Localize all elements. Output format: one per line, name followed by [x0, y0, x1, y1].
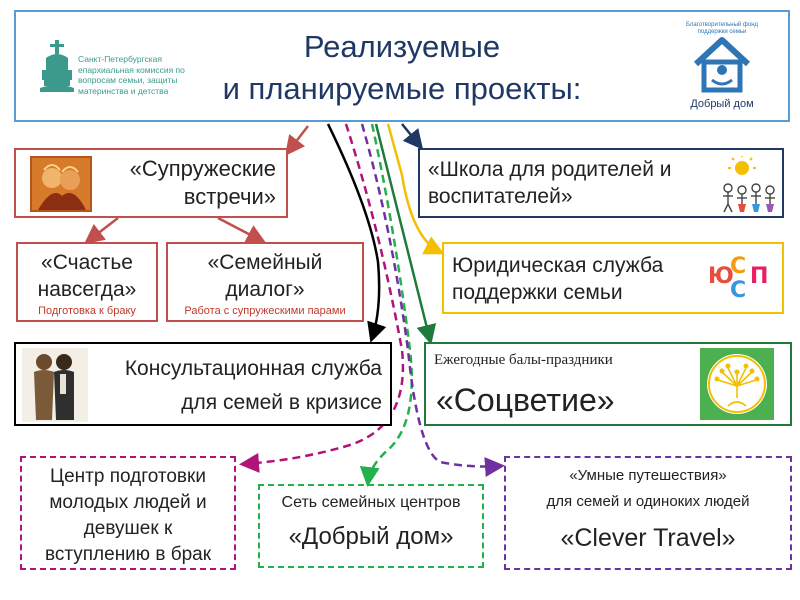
title-line-1: Реализуемые	[303, 29, 501, 64]
card-counseling[interactable]: Консультационная служба для семей в криз…	[14, 342, 392, 426]
children-drawing-icon	[723, 156, 775, 213]
counseling-line-1: Консультационная служба	[124, 357, 382, 380]
card-youth-center[interactable]: Центр подготовки молодых людей и девушек…	[20, 456, 236, 570]
card-parents-school[interactable]: «Школа для родителей и воспитателей»	[418, 148, 784, 218]
legal-service-line-2: поддержки семьи	[452, 281, 623, 304]
dandelion-flower-icon	[700, 348, 774, 420]
marital-meetings-line-2: встречи»	[183, 184, 276, 209]
arrow-to-legal-service	[386, 123, 445, 255]
letter-s: С	[730, 254, 747, 279]
legal-service-line-1: Юридическая служба	[452, 254, 664, 277]
church-cross-icon	[40, 40, 74, 92]
card-family-centers[interactable]: Сеть семейных центров «Добрый дом»	[258, 484, 484, 568]
family-centers-title: «Добрый дом»	[288, 523, 454, 550]
header-panel: Санкт-Петербургская епархиальная комисси…	[14, 10, 790, 122]
balls-subtitle: Ежегодные балы-праздники	[434, 352, 613, 368]
youth-center-line-1: Центр подготовки	[50, 466, 206, 487]
arrow-to-counseling	[326, 123, 387, 343]
family-centers-subtitle: Сеть семейных центров	[281, 494, 461, 511]
arrow-to-family-centers	[359, 123, 413, 487]
balls-title: «Соцветие»	[436, 382, 615, 418]
family-dialogue-subtitle: Работа с супружескими парами	[184, 305, 346, 317]
arrow-to-balls	[374, 123, 437, 345]
parents-school-line-2: воспитателей»	[428, 185, 573, 208]
couple-icon-painting	[30, 156, 92, 212]
letter-p: П	[750, 264, 769, 289]
happiness-forever-line-1: «Счастье	[41, 251, 133, 274]
family-dialogue-line-2: диалог»	[225, 278, 305, 301]
fund-name: Добрый дом	[690, 98, 754, 110]
card-legal-service[interactable]: Юридическая служба поддержки семьи Ю С П…	[442, 242, 784, 314]
marital-meetings-line-1: «Супружеские	[129, 156, 276, 181]
arrow-to-marital-meetings	[284, 125, 309, 156]
couple-back-to-back-photo	[22, 348, 88, 422]
card-clever-travel[interactable]: «Умные путешествия» для семей и одиноких…	[504, 456, 792, 570]
youth-center-line-4: вступлению в брак	[44, 544, 212, 565]
fund-arc-text: Благотворительный фонд поддержки семьи	[685, 22, 759, 35]
title-line-2: и планируемые проекты:	[222, 71, 582, 106]
arrow-to-clever-travel	[360, 123, 505, 477]
family-dialogue-line-1: «Семейный	[207, 251, 323, 274]
arrow-to-family-dialogue	[217, 216, 267, 244]
colorful-letters-icon: Ю С П С	[708, 254, 776, 306]
card-family-dialogue[interactable]: «Семейный диалог» Работа с супружескими …	[166, 242, 364, 322]
card-marital-meetings[interactable]: «Супружеские встречи»	[14, 148, 288, 218]
arrow-to-happiness-forever	[84, 217, 119, 245]
counseling-line-2: для семей в кризисе	[181, 391, 382, 414]
card-balls[interactable]: Ежегодные балы-праздники «Соцветие»	[424, 342, 792, 426]
arrow-to-youth-center	[239, 123, 405, 473]
org-name: Санкт-Петербургская епархиальная комисси…	[78, 54, 185, 96]
arrow-to-parents-school	[401, 123, 424, 150]
clever-travel-line-1: «Умные путешествия»	[569, 467, 727, 484]
letter-yu: Ю	[708, 264, 734, 289]
page-title: Реализуемые и планируемые проекты:	[16, 26, 788, 110]
house-logo-graphic	[693, 37, 751, 93]
happiness-forever-subtitle: Подготовка к браку	[38, 305, 136, 317]
card-happiness-forever[interactable]: «Счастье навсегда» Подготовка к браку	[16, 242, 158, 322]
youth-center-line-2: молодых людей и	[49, 492, 207, 513]
youth-center-line-3: девушек к	[83, 518, 173, 539]
clever-travel-line-2: для семей и одиноких людей	[546, 493, 750, 510]
clever-travel-title: «Clever Travel»	[560, 524, 736, 552]
letter-s2: С	[730, 278, 747, 303]
house-logo-icon: Благотворительный фонд поддержки семьи Д…	[676, 20, 768, 116]
happiness-forever-line-2: навсегда»	[37, 278, 137, 301]
parents-school-line-1: «Школа для родителей и	[428, 158, 672, 181]
